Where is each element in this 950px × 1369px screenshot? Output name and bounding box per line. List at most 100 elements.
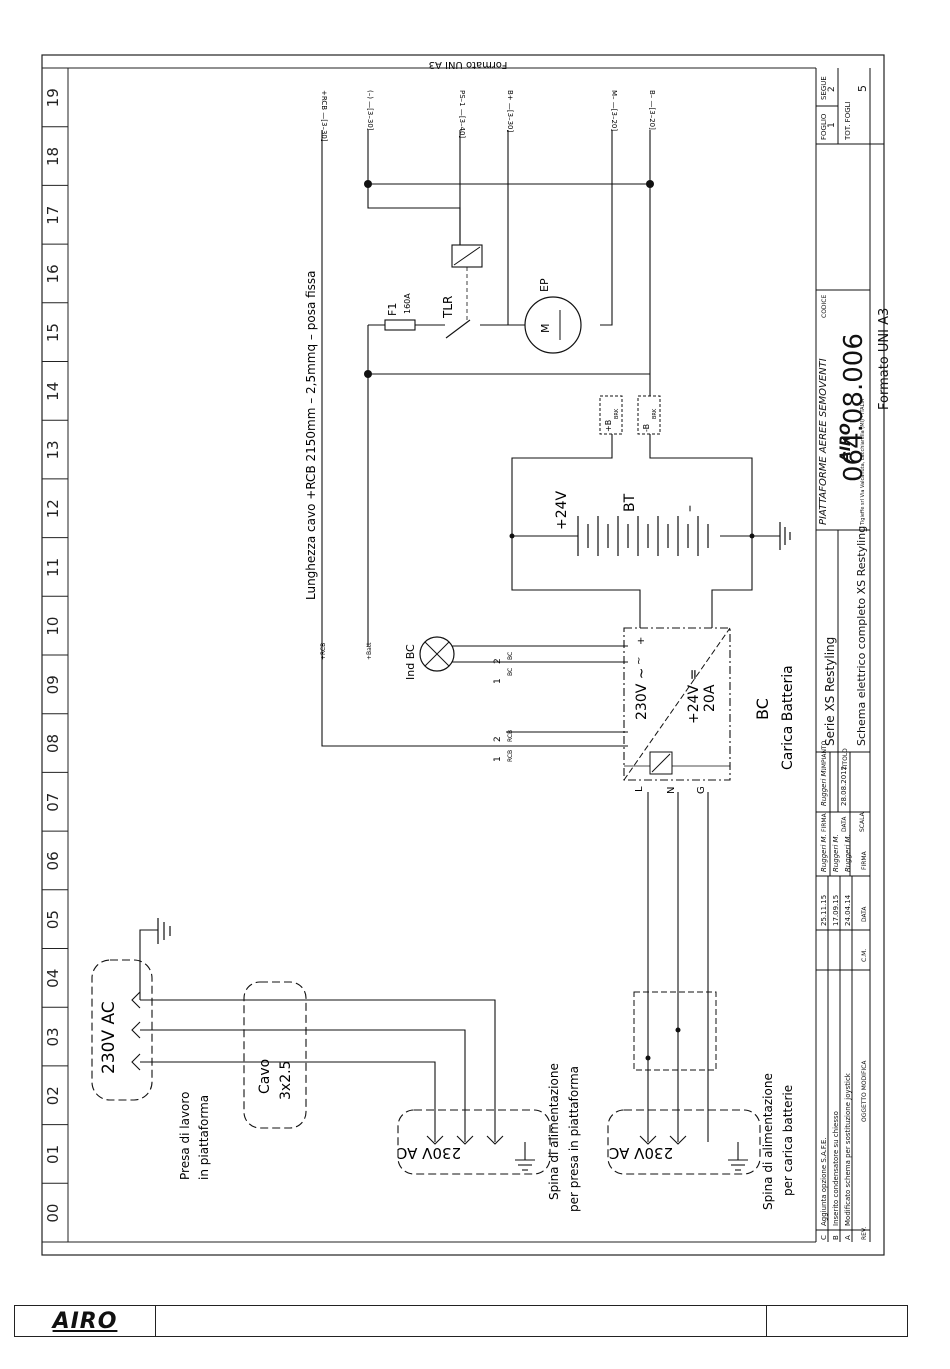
ep-label: EP bbox=[538, 278, 551, 292]
svg-text:Cavo: Cavo bbox=[257, 1059, 273, 1094]
svg-text:TOT. FOGLI: TOT. FOGLI bbox=[844, 101, 852, 141]
svg-text:20A: 20A bbox=[702, 684, 718, 712]
revision-signature: Ruggeri M. bbox=[820, 834, 828, 872]
svg-text:3x2.5: 3x2.5 bbox=[278, 1061, 294, 1100]
svg-text:Tigieffe srl Via Valcanuta, La: Tigieffe srl Via Valcanuta, Lacchiarella… bbox=[860, 398, 866, 526]
revision-description: Aggiunta opzione S.A.F.E. bbox=[820, 1137, 828, 1226]
indicator-bc: Ind BC 1 2 BC BC bbox=[404, 636, 514, 684]
terminal-neg: (–) —[3–30] bbox=[366, 90, 374, 131]
svg-text:Ruggeri M.: Ruggeri M. bbox=[820, 768, 828, 806]
svg-text:DATA: DATA bbox=[841, 816, 848, 832]
ground-symbol-battery bbox=[779, 522, 791, 550]
svg-text:+24V: +24V bbox=[554, 490, 570, 530]
terminal-labels: +RCB —[3–30] (–) —[3–30] PS–1 —[3–40] B+… bbox=[320, 90, 656, 142]
rcb-pins: 1 2 RCB RCB bbox=[493, 730, 514, 762]
grid-number: 01 bbox=[44, 1145, 62, 1164]
svg-text:BT: BT bbox=[622, 493, 638, 512]
terminal-mminus: M– —[3–20] bbox=[610, 90, 618, 131]
svg-text:FOGLIO: FOGLIO bbox=[820, 113, 828, 140]
revision-signature: Ruggeri M. bbox=[844, 834, 852, 872]
drawing-code: 064.08.006 bbox=[839, 333, 869, 482]
grid-number: 13 bbox=[44, 440, 62, 459]
svg-text:+: + bbox=[636, 637, 647, 645]
svg-text:L: L bbox=[634, 786, 645, 792]
revision-date: 24.04.14 bbox=[844, 894, 852, 926]
plug-presa: 230V AC bbox=[397, 1109, 551, 1175]
svg-text:160A: 160A bbox=[403, 293, 412, 314]
spina2-label-1: Spina di alimentazione bbox=[761, 1073, 775, 1210]
footer-logo-cell: AIRO bbox=[15, 1306, 156, 1336]
grid-number: 06 bbox=[44, 851, 62, 870]
svg-text:N: N bbox=[666, 787, 677, 794]
grid-number: 15 bbox=[44, 323, 62, 342]
revision-id: A bbox=[844, 1235, 852, 1240]
svg-text:1: 1 bbox=[827, 122, 837, 128]
source-230vac: 230V AC bbox=[91, 959, 153, 1101]
svg-text:FIRMA: FIRMA bbox=[861, 850, 868, 870]
grid-number: 07 bbox=[44, 793, 62, 812]
svg-text:1: 1 bbox=[493, 678, 503, 684]
terminal-ps: PS–1 —[3–40] bbox=[458, 90, 466, 138]
revision-description: Modificato schema per sostituzione joyst… bbox=[844, 1072, 852, 1226]
motor-ep: M EP bbox=[524, 278, 582, 354]
terminal-rcb: +RCB —[3–30] bbox=[320, 90, 328, 142]
svg-text:FIRMA: FIRMA bbox=[821, 812, 828, 832]
svg-text:BC: BC bbox=[507, 652, 514, 660]
svg-text:+B: +B bbox=[604, 420, 613, 432]
presa-label-2: in piattaforma bbox=[197, 1095, 211, 1180]
motor-label: M bbox=[539, 324, 552, 334]
revision-headers: REV. OGGETTO MODIFICA C.M. DATA FIRMA bbox=[861, 850, 868, 1240]
ground-symbol-source bbox=[157, 918, 171, 944]
svg-text:Carica Batteria: Carica Batteria bbox=[780, 665, 796, 770]
svg-text:SCALA: SCALA bbox=[859, 811, 866, 832]
svg-text:230V AC: 230V AC bbox=[609, 1144, 673, 1162]
terminal-bminus: B– —[3–20] bbox=[648, 90, 656, 130]
battery-connectors: +B BRK -B BRK bbox=[599, 395, 661, 435]
svg-text:REV.: REV. bbox=[861, 1227, 868, 1240]
svg-text:PIATTAFORME AEREE SEMOVENTI: PIATTAFORME AEREE SEMOVENTI bbox=[818, 358, 829, 525]
svg-text:230V ~: 230V ~ bbox=[634, 668, 650, 720]
svg-text:F1: F1 bbox=[386, 303, 399, 316]
grid-number: 14 bbox=[44, 382, 62, 401]
grid-number: 10 bbox=[44, 617, 62, 636]
footer-end-cell bbox=[767, 1306, 907, 1336]
grid-number: 05 bbox=[44, 910, 62, 929]
cable-box-charger bbox=[633, 991, 717, 1071]
svg-text:–: – bbox=[682, 505, 698, 512]
grid-number: 16 bbox=[44, 264, 62, 283]
svg-text:Formato UNI A3: Formato UNI A3 bbox=[877, 308, 892, 410]
battery-bt: +24V BT – bbox=[554, 490, 709, 556]
sheet-border bbox=[41, 54, 885, 1256]
grid-number: 11 bbox=[44, 558, 62, 577]
revision-date: 17.09.15 bbox=[832, 895, 840, 926]
grid-number: 12 bbox=[44, 499, 62, 518]
presa-label-1: Presa di lavoro bbox=[178, 1092, 192, 1180]
svg-text:RCB: RCB bbox=[507, 750, 514, 762]
svg-text:OGGETTO MODIFICA: OGGETTO MODIFICA bbox=[861, 1060, 868, 1122]
revision-id: C bbox=[820, 1235, 828, 1240]
grid-number: 03 bbox=[44, 1027, 62, 1046]
grid-number: 09 bbox=[44, 675, 62, 694]
svg-text:230V AC: 230V AC bbox=[397, 1144, 461, 1162]
airo-logo: AIRO bbox=[52, 1308, 118, 1334]
airo-logo-title: AIRO bbox=[838, 423, 854, 463]
svg-text:+24V =: +24V = bbox=[686, 669, 702, 724]
grid-number: 19 bbox=[44, 88, 62, 107]
svg-text:DATA: DATA bbox=[861, 906, 868, 922]
svg-text:-B: -B bbox=[642, 424, 651, 432]
grid-number: 04 bbox=[44, 969, 62, 988]
grid-number: 00 bbox=[44, 1204, 62, 1223]
svg-text:~: ~ bbox=[634, 657, 645, 665]
title-block-text: FOGLIO 1 SEGUE 2 TOT. FOGLI 5 CODICE 064… bbox=[818, 76, 892, 832]
svg-text:IMPIANTO: IMPIANTO bbox=[821, 740, 828, 770]
charger-bc: 230V ~ +24V = 20A + ~ BC Carica Batteria… bbox=[623, 627, 796, 794]
wire-label-rcb: +RCB bbox=[320, 643, 327, 660]
spina1-label-1: Spina di alimentazione bbox=[547, 1063, 561, 1200]
footer-middle-cell bbox=[156, 1306, 767, 1336]
svg-text:TLR: TLR bbox=[441, 296, 455, 319]
cable-box: Cavo 3x2.5 bbox=[243, 981, 307, 1129]
svg-text:BRK: BRK bbox=[652, 408, 658, 419]
